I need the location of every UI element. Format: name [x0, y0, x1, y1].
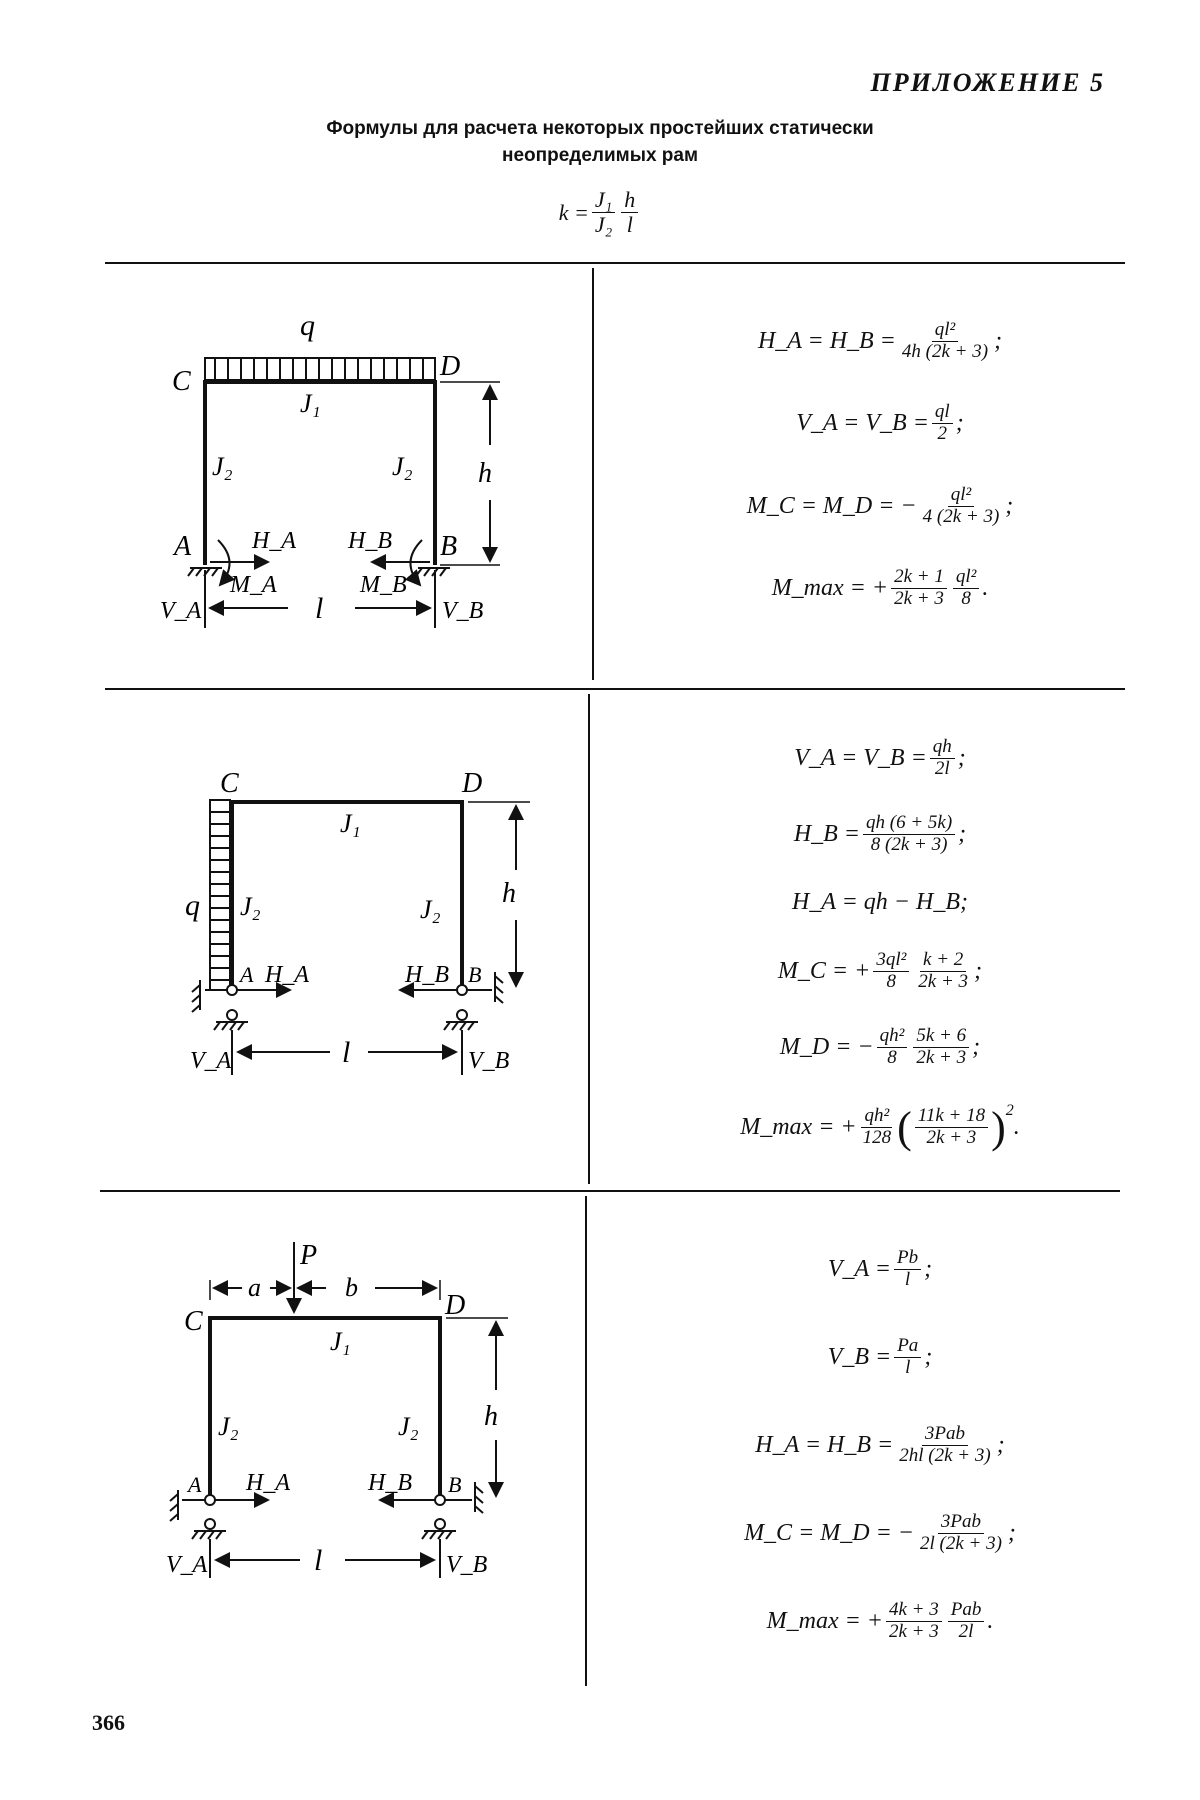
- case2-udl-ticks: [210, 811, 230, 981]
- column-divider-1: [592, 268, 594, 680]
- case3-frame-members: [208, 1316, 442, 1500]
- case2-label-hb: H_B: [404, 962, 449, 988]
- case1-label-hb: H_B: [347, 528, 392, 554]
- case2-formula-3: H_A = qh − H_B;: [792, 889, 968, 916]
- case3-label-va: V_A: [166, 1552, 208, 1578]
- case1-label-vb: V_B: [442, 598, 484, 624]
- case3-frame-diagram: P a b C D J₁ J₂ J₂ h A B H_A H_B V_A V_B…: [166, 1240, 508, 1578]
- case1-udl-ticks: [214, 358, 424, 380]
- case3-wall-a: [169, 1490, 179, 1522]
- case2-frame-diagram: C D J₁ q J₂ J₂ h A B H_A H_B V_A V_B l: [185, 768, 530, 1075]
- case2-support-b: [443, 984, 478, 1031]
- case2-label-va: V_A: [190, 1048, 232, 1074]
- column-divider-2: [588, 694, 590, 1184]
- case2-label-c: C: [220, 768, 239, 799]
- case3-label-ha: H_A: [245, 1470, 290, 1496]
- case2-formula-2: H_B =qh (6 + 5k)8 (2k + 3);: [793, 811, 967, 855]
- title-line-2: неопределимых рам: [501, 145, 699, 166]
- case2-label-q: q: [185, 889, 200, 922]
- case2-label-j1: J₁: [340, 809, 361, 838]
- case1-label-j2-left: J₂: [212, 452, 233, 481]
- case3-label-a: A: [186, 1472, 202, 1497]
- column-divider-3: [585, 1196, 587, 1686]
- case3-wall-b: [474, 1482, 484, 1514]
- case1-label-b: B: [440, 531, 457, 562]
- case2-label-l: l: [342, 1036, 350, 1069]
- case2-label-b: B: [468, 962, 481, 987]
- case1-label-ha: H_A: [251, 528, 296, 554]
- case1-label-j2-right: J₂: [392, 452, 413, 481]
- case3-label-j2-right: J₂: [398, 1412, 419, 1441]
- case2-support-a: [213, 984, 248, 1031]
- case1-frame-diagram: q C D J₁ J₂ J₂ h A B H_A H_B M_A M_B V_A…: [160, 309, 500, 628]
- case2-label-a: A: [238, 962, 254, 987]
- case1-support-b: [415, 567, 450, 577]
- case3-label-b-dim: b: [345, 1273, 358, 1302]
- case1-label-j1: J₁: [300, 389, 321, 418]
- case3-label-h: h: [484, 1401, 498, 1432]
- case3-support-a: [191, 1494, 226, 1540]
- case3-label-c: C: [184, 1306, 203, 1337]
- case3-label-j1: J₁: [330, 1327, 351, 1356]
- case3-label-l: l: [314, 1544, 322, 1577]
- case2-label-ha: H_A: [264, 962, 309, 988]
- case1-label-h: h: [478, 458, 492, 489]
- case1-label-a: A: [172, 531, 192, 562]
- case3-label-vb: V_B: [446, 1552, 488, 1578]
- case3-label-hb: H_B: [367, 1470, 412, 1496]
- rule-top: [105, 262, 1125, 264]
- case3-label-d: D: [444, 1290, 465, 1321]
- case3-label-b: B: [448, 1472, 461, 1497]
- title-line-1: Формулы для расчета некоторых простейших…: [326, 118, 874, 139]
- case2-label-d: D: [461, 768, 482, 799]
- case1-frame-members: [203, 380, 437, 565]
- appendix-label: ПРИЛОЖЕНИЕ 5: [870, 68, 1105, 97]
- page-title: Формулы для расчета некоторых простейших…: [0, 115, 1200, 169]
- case1-label-q: q: [300, 309, 315, 342]
- case2-wall-b: [494, 972, 504, 1004]
- case2-label-j2-right: J₂: [420, 895, 441, 924]
- case1-label-mb: M_B: [359, 572, 407, 598]
- case2-wall-a: [191, 980, 201, 1013]
- case2-label-h: h: [502, 878, 516, 909]
- case3-label-a-dim: a: [248, 1273, 261, 1302]
- rule-2: [100, 1190, 1120, 1192]
- case2-label-vb: V_B: [468, 1048, 510, 1074]
- k-lhs: k =: [558, 199, 589, 225]
- case3-label-j2-left: J₂: [218, 1412, 239, 1441]
- case1-label-va: V_A: [160, 598, 202, 624]
- case1-label-l: l: [315, 592, 323, 625]
- case1-label-d: D: [439, 351, 460, 382]
- rule-1: [105, 688, 1125, 690]
- case1-label-ma: M_A: [229, 572, 277, 598]
- case3-support-b: [421, 1494, 456, 1540]
- case2-frame-members: [230, 800, 464, 990]
- page-number: 366: [92, 1710, 125, 1735]
- case2-label-j2-left: J₂: [240, 892, 261, 921]
- case3-label-p: P: [299, 1240, 317, 1271]
- case1-label-c: C: [172, 366, 191, 397]
